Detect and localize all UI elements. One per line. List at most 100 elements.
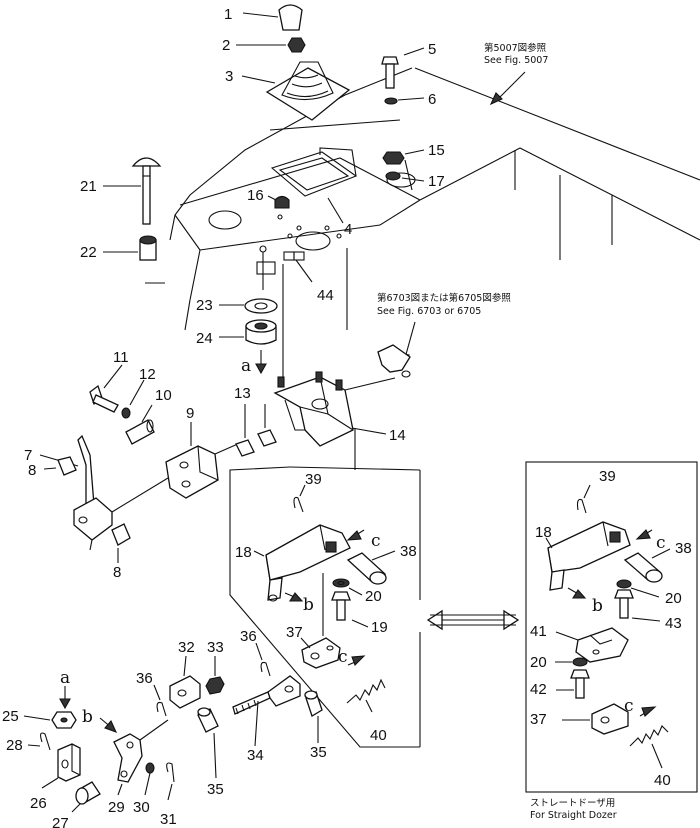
knob <box>278 4 303 31</box>
plate <box>575 627 629 663</box>
callout-1: 1 <box>224 6 232 23</box>
dozer-callout-20b: 20 <box>530 654 547 671</box>
boot <box>265 67 351 121</box>
dozer-callout-39: 39 <box>599 468 616 485</box>
view-letter-c-center-bottom: c <box>338 647 348 667</box>
washer <box>385 171 401 181</box>
callout-19: 19 <box>371 619 388 636</box>
callout-23: 23 <box>196 297 213 314</box>
callout-4: 4 <box>344 221 352 238</box>
callout-10: 10 <box>155 387 172 404</box>
callout-24: 24 <box>196 330 213 347</box>
rod-end <box>169 675 201 709</box>
view-letter-b-bottom: b <box>82 707 93 727</box>
callout-39: 39 <box>305 471 322 488</box>
bellcrank <box>591 703 629 735</box>
callout-20: 20 <box>365 588 382 605</box>
callout-38: 38 <box>400 543 417 560</box>
lever <box>265 524 351 581</box>
floor-plate <box>145 67 700 331</box>
note-fig5007-jp: 第5007図参照 <box>484 42 547 54</box>
callout-8a: 8 <box>28 462 36 479</box>
callout-31: 31 <box>160 811 177 828</box>
dozer-callout-18: 18 <box>535 524 552 541</box>
callout-9: 9 <box>186 405 194 422</box>
lever <box>113 733 143 783</box>
note-straight-dozer-jp: ストレートドーザ用 <box>530 798 615 809</box>
callouts: 1 2 3 4 5 6 7 8 8 9 10 11 12 13 14 15 16… <box>2 6 692 828</box>
washer <box>121 407 131 419</box>
dozer-callout-43: 43 <box>665 615 682 632</box>
yoke <box>165 445 219 499</box>
callout-36a: 36 <box>136 670 153 687</box>
straight-dozer-box <box>525 461 698 793</box>
callout-29: 29 <box>108 799 125 816</box>
note-arrows <box>399 71 526 367</box>
bolt <box>570 669 590 679</box>
bushing <box>111 523 131 546</box>
callout-5: 5 <box>428 41 436 58</box>
note-straight-dozer-en: For Straight Dozer <box>530 810 617 821</box>
callout-37: 37 <box>286 624 303 641</box>
dozer-callout-41: 41 <box>530 623 547 640</box>
fitting <box>377 344 411 373</box>
note-fig6703-jp: 第6703図または第6705図参照 <box>377 292 511 304</box>
double-arrow <box>426 609 520 631</box>
dozer-callout-40: 40 <box>654 772 671 789</box>
view-letters: a a b b c c b c c <box>60 356 666 727</box>
callout-40: 40 <box>370 727 387 744</box>
dozer-callout-20a: 20 <box>665 590 682 607</box>
bellcrank <box>301 637 341 669</box>
callout-30: 30 <box>133 799 150 816</box>
washer <box>145 762 155 774</box>
spring <box>346 678 386 704</box>
washer <box>332 578 350 588</box>
nut <box>382 151 405 165</box>
view-letter-c-center-top: c <box>371 531 381 551</box>
note-fig6703-en: See Fig. 6703 or 6705 <box>377 306 481 317</box>
callout-6: 6 <box>428 91 436 108</box>
rod <box>232 691 271 715</box>
bolt <box>614 589 634 599</box>
note-fig5007-en: See Fig. 5007 <box>484 55 548 66</box>
callout-13: 13 <box>234 385 251 402</box>
callout-18: 18 <box>235 544 252 561</box>
view-letter-b-dozer: b <box>592 596 603 616</box>
washer <box>244 298 278 314</box>
bushing <box>235 439 255 457</box>
reference-notes: 第5007図参照 See Fig. 5007 第6703図または第6705図参照… <box>377 42 617 821</box>
bracket <box>273 376 354 447</box>
callout-35a: 35 <box>207 781 224 798</box>
bolt <box>131 157 162 167</box>
view-letter-a-bottom: a <box>60 668 70 688</box>
dozer-callout-42: 42 <box>530 681 547 698</box>
callout-28: 28 <box>6 737 23 754</box>
washer <box>384 97 398 105</box>
callout-8b: 8 <box>113 564 121 581</box>
cap-nut <box>274 195 290 209</box>
callout-34: 34 <box>247 747 264 764</box>
dozer-callout-37: 37 <box>530 711 547 728</box>
callout-11: 11 <box>113 349 129 366</box>
spring <box>629 725 669 747</box>
callout-44: 44 <box>317 287 334 304</box>
callout-17: 17 <box>428 173 445 190</box>
callout-25: 25 <box>2 708 19 725</box>
bolt <box>331 591 351 601</box>
callout-16: 16 <box>247 187 264 204</box>
callout-22: 22 <box>80 244 97 261</box>
callout-12: 12 <box>139 366 156 383</box>
callout-27: 27 <box>52 815 69 828</box>
callout-3: 3 <box>225 68 233 85</box>
lever <box>77 434 103 509</box>
view-letter-c-dozer-bottom: c <box>624 696 634 716</box>
view-letter-b-center: b <box>303 595 314 615</box>
callout-14: 14 <box>389 427 406 444</box>
callout-26: 26 <box>30 795 47 812</box>
view-letter-c-dozer-top: c <box>656 533 666 553</box>
washer <box>616 579 632 589</box>
bolt <box>381 56 399 65</box>
dozer-callout-38: 38 <box>675 540 692 557</box>
callout-36b: 36 <box>240 628 257 645</box>
